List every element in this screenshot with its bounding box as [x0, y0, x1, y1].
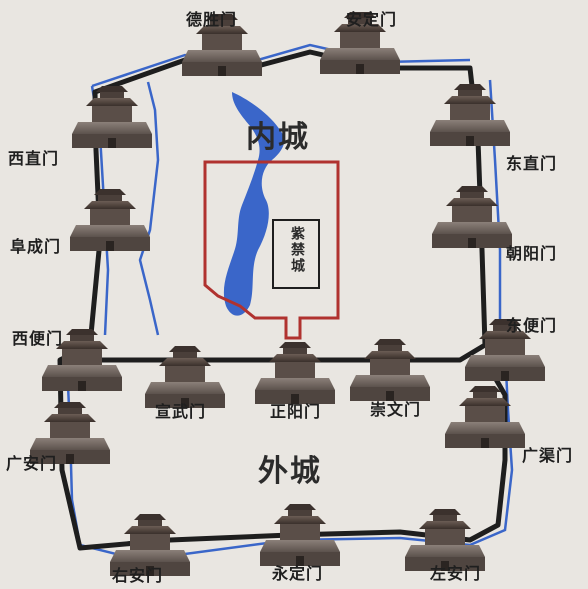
gate-label-zuoanmen: 左安门 — [430, 564, 482, 583]
forbidden-city-outline — [272, 219, 320, 289]
gate-label-chongwenmen: 崇文门 — [370, 400, 422, 419]
gate-label-youanmen: 右安门 — [112, 566, 164, 585]
gate-label-zhengyangmen: 正阳门 — [270, 402, 322, 421]
imperial-city-outline — [203, 160, 340, 340]
gate-label-xizhimen: 西直门 — [8, 149, 60, 168]
gate-label-chaoyangmen: 朝阳门 — [506, 244, 558, 263]
inner-city-label: 内城 — [246, 120, 310, 155]
gate-label-andingmen: 安定门 — [346, 10, 398, 29]
gate-label-deshengmen: 德胜门 — [186, 10, 238, 29]
gate-label-dongbianmen: 东便门 — [506, 316, 558, 335]
lake — [223, 92, 285, 316]
gate-label-dongzhimen: 东直门 — [506, 154, 558, 173]
forbidden-city-label: 紫禁城 — [289, 226, 305, 274]
gate-label-fuchengmen: 阜成门 — [10, 237, 62, 256]
gate-label-guanganmen: 广安门 — [6, 454, 58, 473]
outer-city-label: 外城 — [258, 454, 322, 489]
gate-label-xibianmen: 西便门 — [12, 329, 64, 348]
gate-label-yongdingmen: 永定门 — [272, 564, 324, 583]
gate-label-guangqumen: 广渠门 — [522, 446, 574, 465]
gate-label-xuanwumen: 宣武门 — [155, 402, 207, 421]
